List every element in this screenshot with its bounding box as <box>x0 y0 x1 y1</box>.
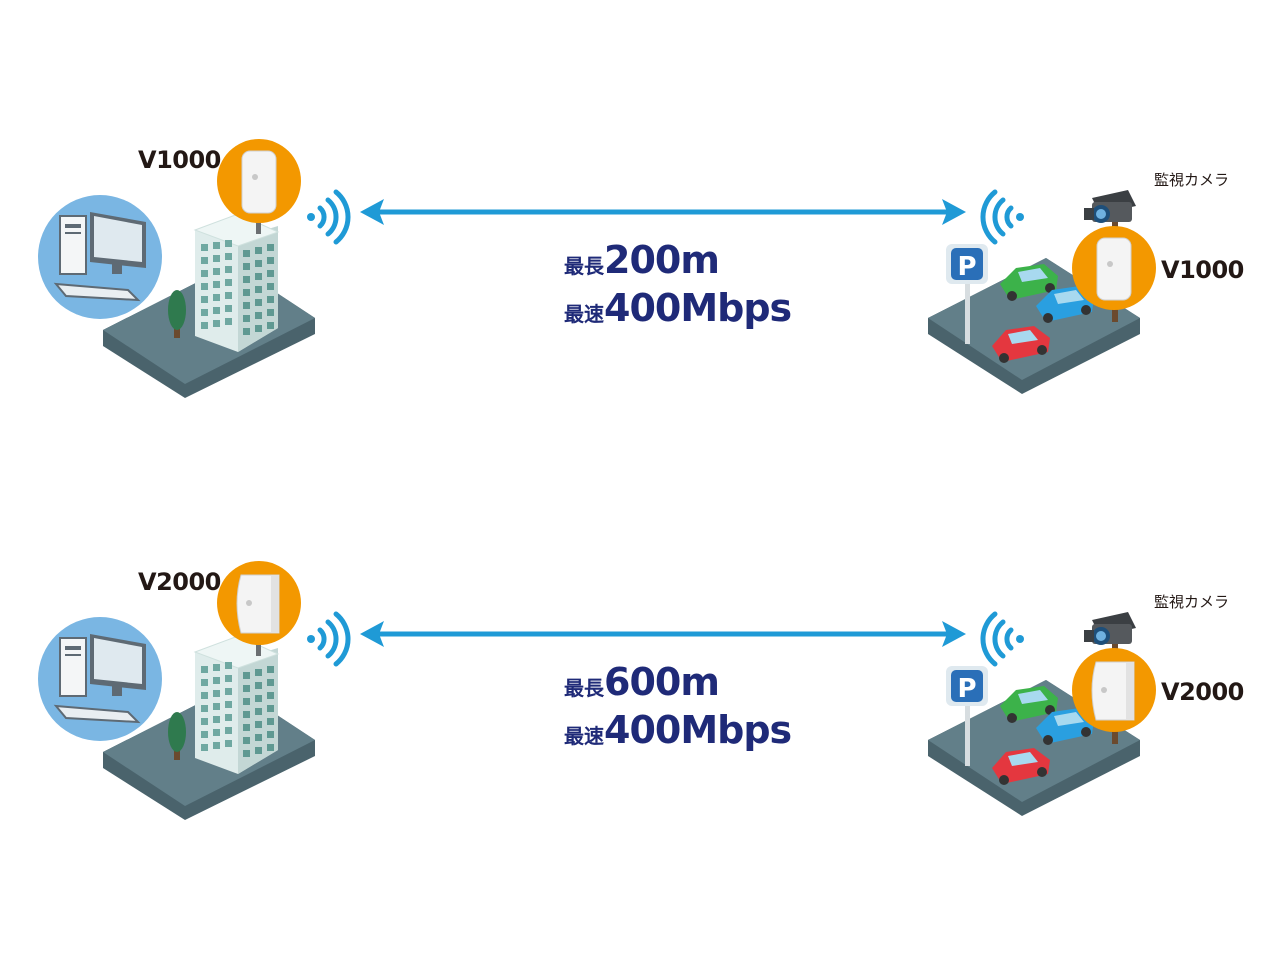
speed-value: 400Mbps <box>604 708 792 752</box>
car-icon <box>1000 686 1058 723</box>
model-label-left: V2000 <box>138 568 221 596</box>
svg-text:P: P <box>957 674 976 704</box>
camera-label: 監視カメラ <box>1154 171 1230 189</box>
tree-icon <box>168 712 186 760</box>
parking-site: P <box>928 190 1156 394</box>
camera-icon <box>1084 612 1136 645</box>
link-arrow <box>360 621 966 647</box>
parking-sign-icon: P <box>946 666 988 766</box>
car-icon <box>992 326 1050 363</box>
range-spec: 最長600m <box>564 660 720 704</box>
camera-label: 監視カメラ <box>1154 593 1230 611</box>
tree-icon <box>168 290 186 338</box>
link-diagram-1: P <box>0 0 1280 420</box>
car-icon <box>1036 286 1094 323</box>
scene-art: P <box>38 139 1156 398</box>
access-point-icon <box>1072 226 1156 310</box>
car-icon <box>992 748 1050 785</box>
access-point-icon <box>1072 648 1156 732</box>
svg-text:P: P <box>957 252 976 282</box>
parking-sign-icon: P <box>946 244 988 344</box>
wireless-signal-icon <box>307 189 351 245</box>
range-prefix: 最長 <box>564 254 604 278</box>
building-icon <box>193 213 280 352</box>
car-icon <box>1036 708 1094 745</box>
wireless-signal-icon <box>980 189 1024 245</box>
computer-icon <box>38 617 162 741</box>
building-icon <box>193 635 280 774</box>
range-value: 200m <box>604 238 720 282</box>
link-diagram-2: P <box>0 422 1280 842</box>
wireless-signal-icon <box>307 611 351 667</box>
link-arrow <box>360 199 966 225</box>
model-label-right: V2000 <box>1161 678 1244 706</box>
speed-prefix: 最速 <box>564 302 604 326</box>
office-site <box>38 139 315 398</box>
speed-value: 400Mbps <box>604 286 792 330</box>
access-point-icon <box>217 561 301 645</box>
access-point-icon <box>217 139 301 223</box>
model-label-right: V1000 <box>1161 256 1244 284</box>
scene-art: P <box>38 561 1156 820</box>
speed-spec: 最速400Mbps <box>564 286 792 330</box>
range-prefix: 最長 <box>564 676 604 700</box>
speed-prefix: 最速 <box>564 724 604 748</box>
office-site <box>38 561 315 820</box>
wireless-signal-icon <box>980 611 1024 667</box>
computer-icon <box>38 195 162 319</box>
speed-spec: 最速400Mbps <box>564 708 792 752</box>
range-value: 600m <box>604 660 720 704</box>
camera-icon <box>1084 190 1136 223</box>
range-spec: 最長200m <box>564 238 720 282</box>
model-label-left: V1000 <box>138 146 221 174</box>
parking-site: P <box>928 612 1156 816</box>
